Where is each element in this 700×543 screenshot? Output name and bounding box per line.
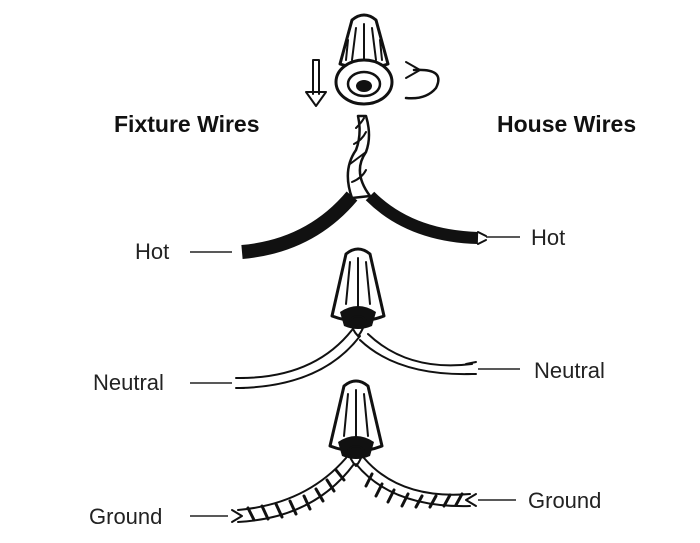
house-ground-label: Ground (528, 488, 601, 513)
fixture-wires-heading: Fixture Wires (114, 111, 260, 137)
neutral-wires (235, 329, 477, 389)
wire-nut-neutral (330, 247, 386, 337)
house-hot-label: Hot (531, 225, 565, 250)
hot-wires (241, 114, 487, 259)
down-arrow-icon (305, 59, 327, 107)
fixture-ground-label: Ground (89, 504, 162, 529)
rotate-arrow-icon (404, 61, 440, 100)
house-neutral-label: Neutral (534, 358, 605, 383)
house-wires-heading: House Wires (497, 111, 636, 137)
fixture-hot-label: Hot (135, 239, 169, 264)
wire-nut-top (334, 13, 394, 106)
fixture-neutral-label: Neutral (93, 370, 164, 395)
ground-wires (231, 457, 477, 523)
wire-nut-ground (328, 379, 384, 467)
